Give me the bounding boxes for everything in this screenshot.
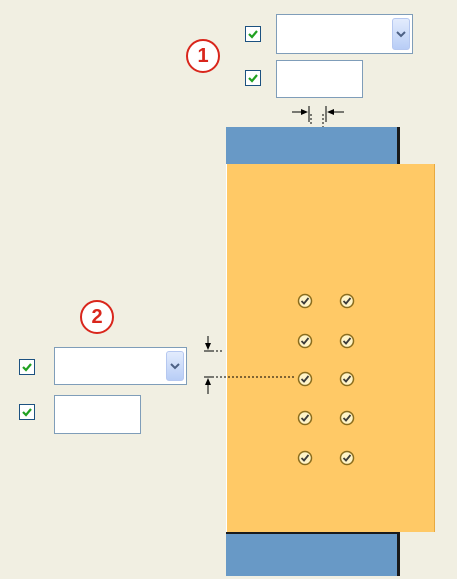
checkmark-icon (22, 408, 32, 417)
top-dropdown-checkbox[interactable] (245, 26, 261, 42)
checkmark-icon (248, 74, 258, 83)
left-dropdown-checkbox[interactable] (19, 359, 35, 375)
left-input-checkbox[interactable] (19, 404, 35, 420)
top-dropdown-button[interactable] (392, 18, 410, 50)
bolt-icon (339, 333, 355, 349)
chevron-down-icon (170, 363, 180, 370)
bottom-flange-bar (226, 532, 400, 576)
bolt-icon (297, 293, 313, 309)
bolt-icon (297, 371, 313, 387)
bolt-icon (339, 293, 355, 309)
chevron-down-icon (396, 31, 406, 38)
bolt-icon (339, 450, 355, 466)
bolt-icon (339, 410, 355, 426)
left-dropdown[interactable] (54, 347, 187, 385)
marker-1-badge: 1 (186, 39, 220, 73)
bolt-icon (297, 410, 313, 426)
checkmark-icon (22, 363, 32, 372)
checkmark-icon (248, 30, 258, 39)
left-dropdown-button[interactable] (166, 351, 184, 381)
bolt-icon (339, 371, 355, 387)
bolt-icon (297, 333, 313, 349)
bolt-icon (297, 450, 313, 466)
top-flange-bar (226, 127, 400, 164)
top-input-checkbox[interactable] (245, 70, 261, 86)
marker-2-badge: 2 (80, 300, 114, 334)
left-edge-dimension-icon (204, 336, 294, 394)
top-dropdown[interactable] (276, 14, 413, 54)
top-input[interactable] (276, 60, 363, 98)
left-input[interactable] (54, 395, 141, 434)
plate (226, 164, 435, 532)
